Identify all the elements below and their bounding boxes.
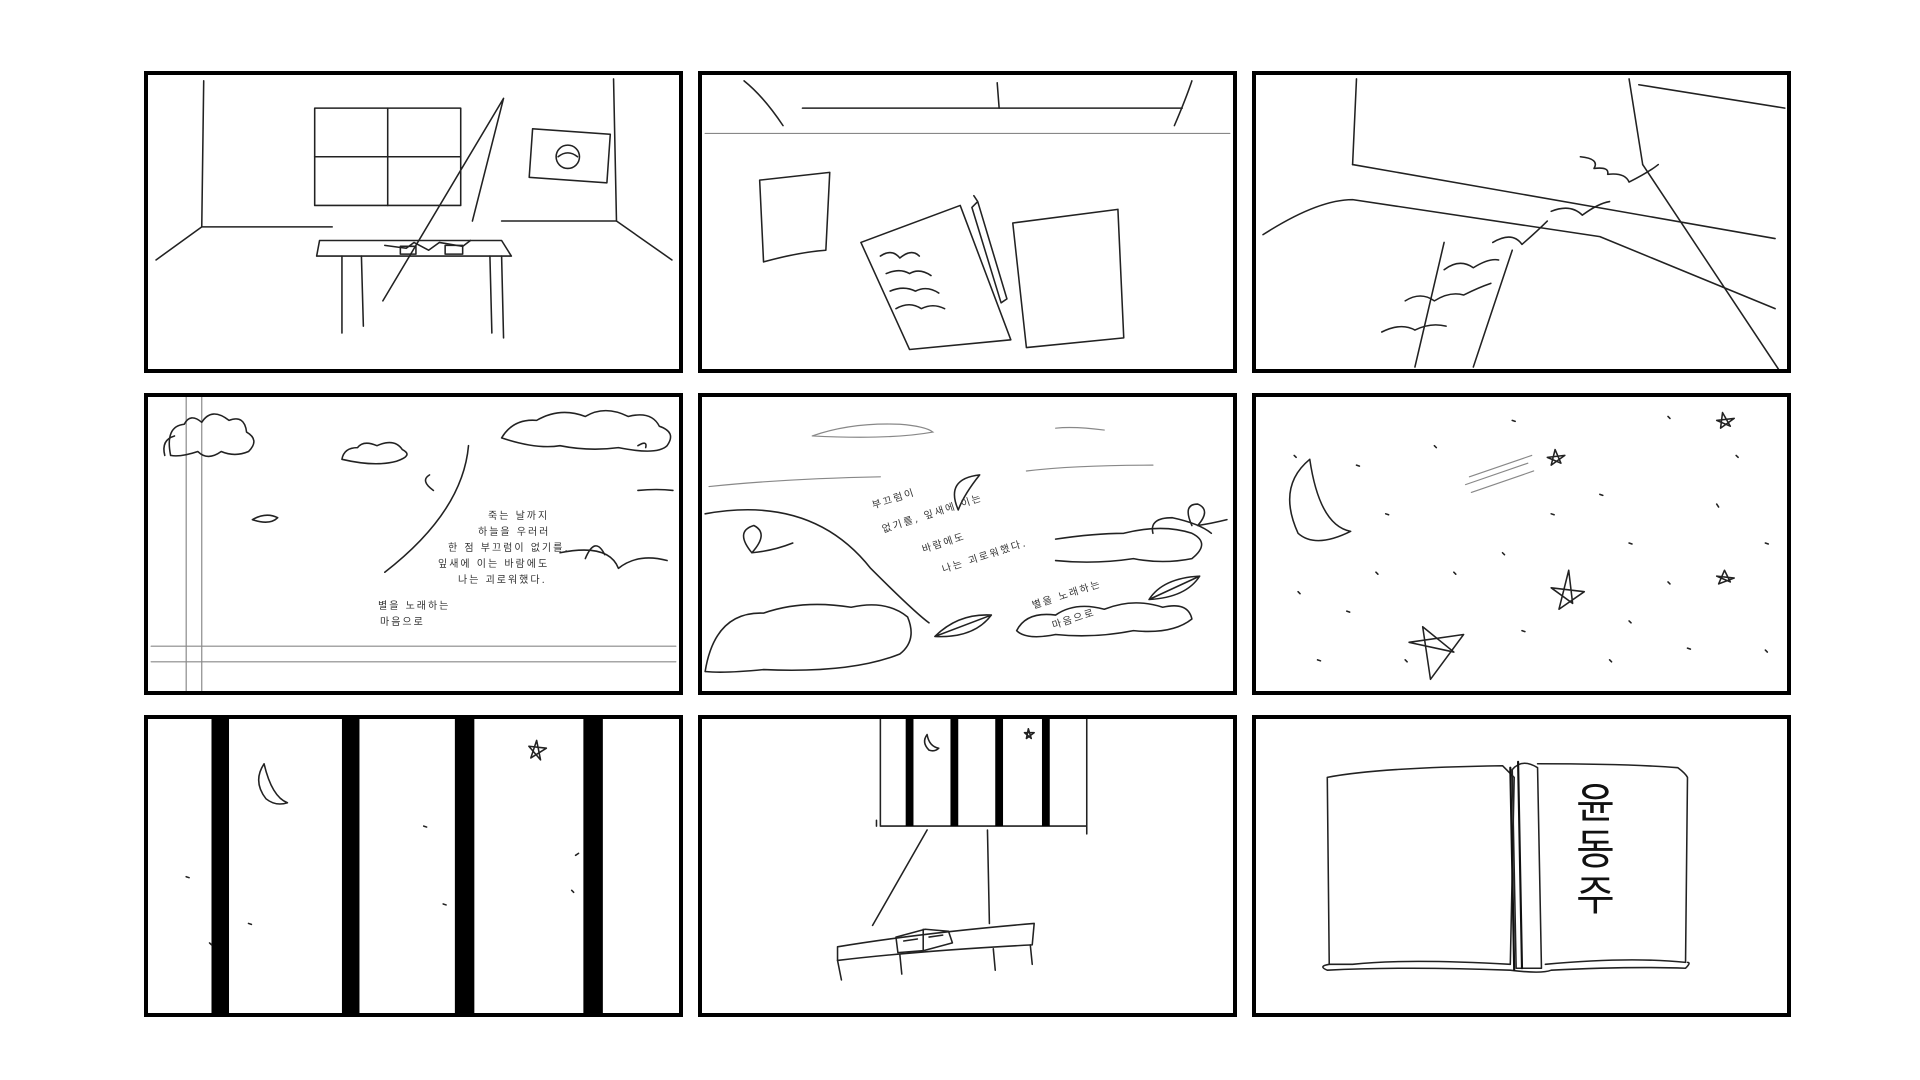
- desk-sketch: [704, 80, 1231, 351]
- wall-sketch: [1262, 78, 1786, 369]
- poem-line: 한 점 부끄럼이 없기를,: [448, 543, 570, 554]
- book-sketch: [1322, 760, 1690, 973]
- panel-prison-bars: [144, 715, 683, 1017]
- book-title: 윤동주: [1568, 781, 1617, 919]
- star-icon: [528, 739, 548, 761]
- poem-line: 잎새에 이는 바람에도: [438, 559, 550, 570]
- panel-cracked-wall: [1252, 71, 1791, 373]
- sky-sketch: [150, 397, 677, 691]
- bars-sketch: [185, 719, 603, 1013]
- panel-night-sky: [1252, 393, 1791, 695]
- poem-line: 죽는 날까지: [488, 511, 550, 522]
- room-sketch: [155, 78, 673, 339]
- poem-line: 나는 괴로워했다.: [458, 575, 547, 586]
- clouds-sketch: [704, 423, 1228, 673]
- moon-icon: [257, 763, 289, 805]
- star-icon: [1550, 569, 1586, 611]
- star-icon: [1546, 448, 1566, 466]
- panel-clouds-leaves-poem: 부끄럼이 없기를, 잎새에 이는 바람에도 나는 괴로워했다. 별을 노래하는 …: [698, 393, 1237, 695]
- panel-open-book: 윤동주: [1252, 715, 1791, 1017]
- window-desk-sketch: [836, 719, 1088, 981]
- star-icon: [1715, 569, 1735, 585]
- panel-desk-papers: [698, 71, 1237, 373]
- star-icon: [1408, 625, 1465, 681]
- night-sketch: [1288, 411, 1770, 681]
- poem-line: 하늘을 우러러: [478, 527, 551, 538]
- moon-icon: [1288, 458, 1352, 542]
- panel-barred-window-desk: [698, 715, 1237, 1017]
- poem-line: 마음으로: [380, 617, 425, 628]
- star-icon: [1023, 727, 1035, 740]
- star-icon: [1715, 411, 1735, 429]
- panel-room-window: [144, 71, 683, 373]
- panel-sky-poem: 죽는 날까지 하늘을 우러러 한 점 부끄럼이 없기를, 잎새에 이는 바람에도…: [144, 393, 683, 695]
- poem-line: 별을 노래하는: [378, 601, 451, 612]
- moon-icon: [923, 733, 940, 752]
